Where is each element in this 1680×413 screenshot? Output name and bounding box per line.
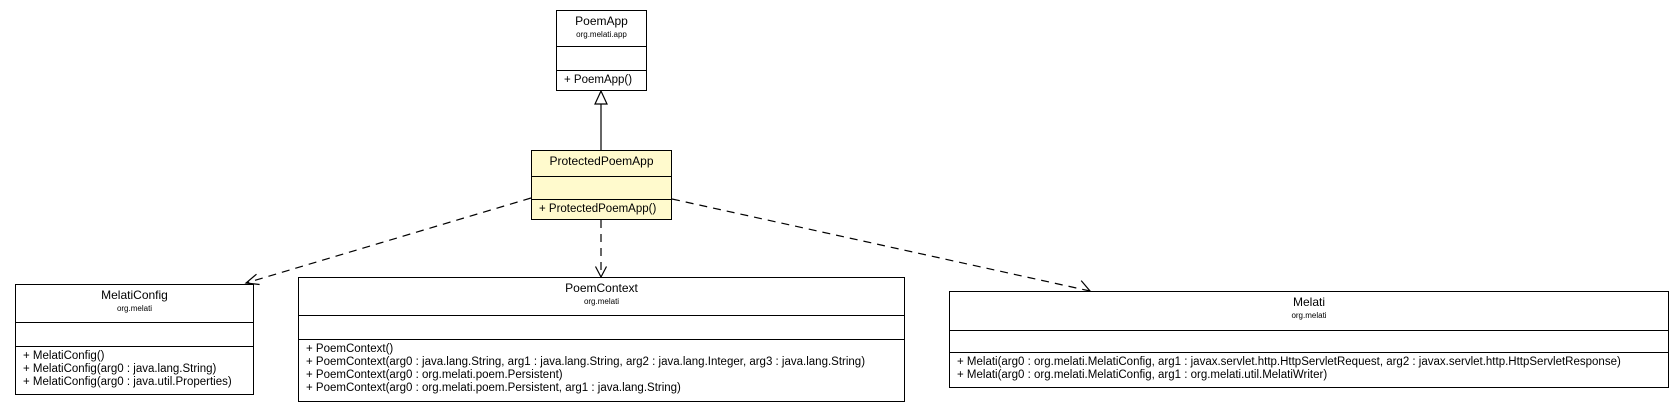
method: + PoemApp() [564,74,633,86]
class-melaticonfig[interactable]: MelatiConfig org.melati + MelatiConfig()… [15,284,254,395]
class-melaticonfig-name: MelatiConfig [101,288,168,302]
dependency-arrowhead-melaticonfig [244,273,260,286]
class-protectedpoemapp-name: ProtectedPoemApp [549,154,654,168]
dependency-line-melati [671,198,1091,292]
dependency-line-melaticonfig [245,197,532,284]
class-melati[interactable]: Melati org.melati + Melati(arg0 : org.me… [949,291,1669,388]
class-melati-fields [950,330,1668,352]
class-melati-name: Melati [1292,295,1325,309]
class-poemapp-header: PoemApp org.melati.app [557,11,646,46]
class-poemapp-fields [557,46,646,70]
method: + Melati(arg0 : org.melati.MelatiConfig,… [957,369,1328,381]
method: + ProtectedPoemApp() [539,203,657,215]
class-poemapp[interactable]: PoemApp org.melati.app + PoemApp() [556,10,647,91]
class-protectedpoemapp[interactable]: ProtectedPoemApp + ProtectedPoemApp() [531,150,672,220]
class-poemcontext-name: PoemContext [565,281,638,295]
method: + PoemContext(arg0 : org.melati.poem.Per… [306,382,681,394]
method: + Melati(arg0 : org.melati.MelatiConfig,… [957,356,1621,368]
generalization-arrowhead [594,89,608,105]
class-poemcontext[interactable]: PoemContext org.melati + PoemContext() +… [298,277,905,402]
method: + PoemContext(arg0 : org.melati.poem.Per… [306,369,563,381]
method: + MelatiConfig(arg0 : java.lang.String) [23,363,217,375]
class-melaticonfig-fields [16,322,253,346]
class-melaticonfig-methods: + MelatiConfig() + MelatiConfig(arg0 : j… [16,346,253,392]
class-melaticonfig-header: MelatiConfig org.melati [16,285,253,322]
class-poemapp-methods: + PoemApp() [557,70,646,90]
class-protectedpoemapp-header: ProtectedPoemApp [532,151,671,176]
method: + MelatiConfig(arg0 : java.util.Properti… [23,376,232,388]
class-protectedpoemapp-methods: + ProtectedPoemApp() [532,199,671,219]
class-protectedpoemapp-fields [532,176,671,199]
class-melati-methods: + Melati(arg0 : org.melati.MelatiConfig,… [950,352,1668,385]
class-melati-package: org.melati [1291,311,1327,320]
method: + MelatiConfig() [23,350,105,362]
method: + PoemContext() [306,343,394,355]
class-poemcontext-fields [299,315,904,339]
class-melati-header: Melati org.melati [950,292,1668,330]
class-poemcontext-methods: + PoemContext() + PoemContext(arg0 : jav… [299,339,904,398]
class-poemapp-name: PoemApp [575,14,628,28]
method: + PoemContext(arg0 : java.lang.String, a… [306,356,866,368]
class-melaticonfig-package: org.melati [116,304,153,313]
class-poemapp-package: org.melati.app [576,30,627,39]
class-poemcontext-header: PoemContext org.melati [299,278,904,315]
class-poemcontext-package: org.melati [583,297,620,306]
